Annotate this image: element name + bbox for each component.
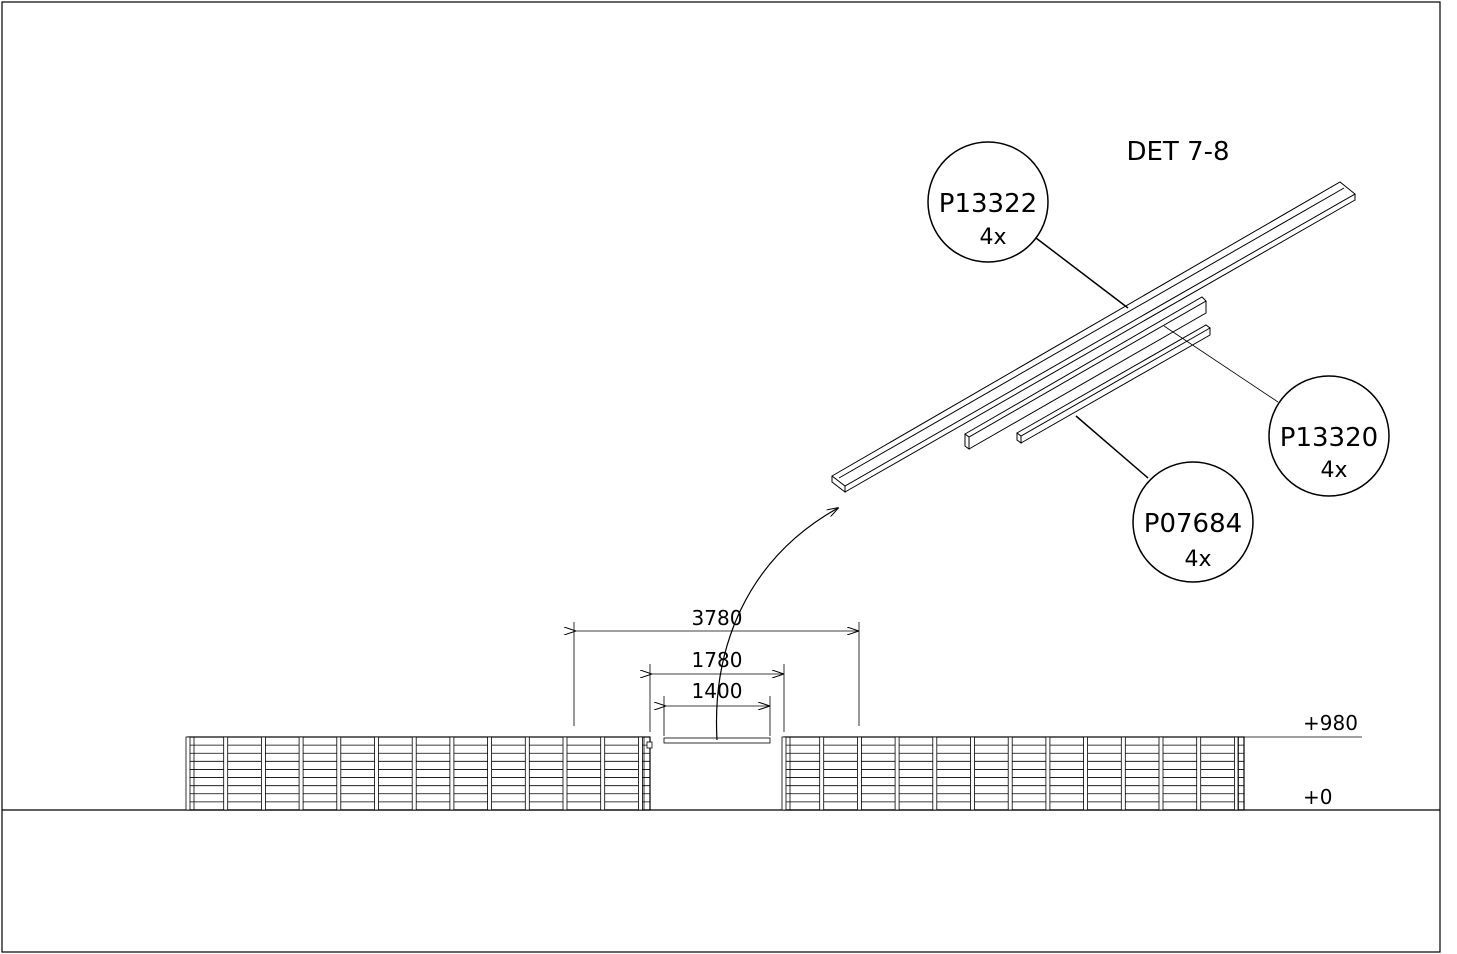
level-ground: +0 — [1303, 785, 1428, 811]
level-top-text: +980 — [1303, 711, 1358, 735]
fence-post — [894, 736, 900, 811]
level-top: +980 — [1244, 711, 1362, 738]
dimension-middle: 1780 — [650, 648, 785, 732]
dimension-inner: 1400 — [664, 679, 771, 736]
callout-p13320: P13320 4x — [1268, 375, 1390, 497]
fence-post — [223, 736, 229, 811]
fence-post — [1045, 736, 1051, 811]
profile-p13320 — [964, 296, 1207, 450]
fence-post — [1196, 736, 1202, 811]
detail-title: DET 7-8 — [1126, 137, 1229, 167]
leader-p13320 — [1163, 325, 1279, 403]
callout-part-number: P07684 — [1144, 509, 1242, 539]
fence-post — [781, 736, 787, 811]
fence-post — [374, 736, 379, 811]
fence-post — [1007, 736, 1013, 811]
gate-lintel — [663, 737, 771, 744]
fence-post — [1120, 736, 1126, 811]
fence-post — [1158, 736, 1164, 811]
dimension-overall-text: 3780 — [692, 606, 743, 630]
fence-post — [932, 736, 938, 811]
fence-post — [298, 736, 304, 811]
fence-post — [411, 736, 417, 811]
gate-hinge — [646, 741, 653, 749]
level-ground-text: +0 — [1303, 785, 1332, 809]
fence-post — [524, 736, 530, 811]
profile-p07684 — [1016, 324, 1211, 444]
fence-elevation — [185, 736, 1245, 811]
fence-post — [487, 736, 493, 811]
fence-post — [260, 736, 266, 811]
fence-post — [562, 736, 568, 811]
callout-part-number: P13322 — [939, 189, 1037, 219]
fence-post — [336, 736, 342, 811]
fence-post — [1083, 736, 1088, 811]
dimension-inner-text: 1400 — [692, 679, 743, 703]
callout-p07684: P07684 4x — [1132, 461, 1254, 583]
callout-p13322: P13322 4x — [927, 141, 1049, 263]
leader-p07684 — [1075, 415, 1149, 479]
leader-p13322 — [1035, 237, 1129, 309]
fence-post — [638, 736, 643, 811]
fence-post — [970, 736, 975, 811]
callout-quantity: 4x — [1184, 547, 1211, 572]
dimension-overall: 3780 — [574, 606, 860, 726]
dimension-middle-text: 1780 — [692, 648, 743, 672]
callout-part-number: P13320 — [1280, 423, 1378, 453]
fence-section — [187, 736, 651, 811]
callout-quantity: 4x — [979, 225, 1006, 250]
profile-p13322 — [831, 181, 1356, 494]
fence-post — [600, 736, 606, 811]
fence-section — [783, 736, 1245, 811]
fence-post — [449, 736, 455, 811]
fence-post — [185, 736, 191, 811]
callout-quantity: 4x — [1320, 458, 1347, 483]
fence-post — [819, 736, 825, 811]
fence-post — [857, 736, 862, 811]
